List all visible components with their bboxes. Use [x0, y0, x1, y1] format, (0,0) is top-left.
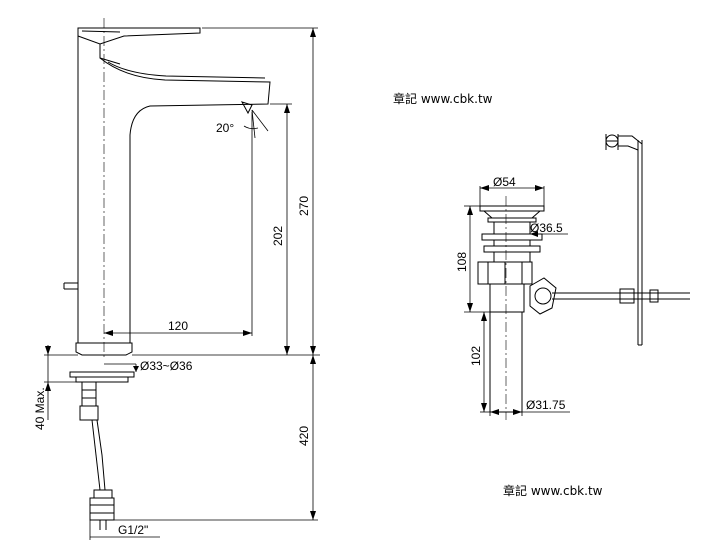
spout-reach-label: 120 — [168, 319, 188, 333]
deck-thickness-label: 40 Max. — [33, 387, 47, 430]
cap-diameter-label: Ø54 — [493, 175, 516, 189]
watermark-bottom: 章記 www.cbk.tw — [503, 484, 603, 498]
spout-angle-label: 20° — [216, 121, 234, 135]
watermark-top: 章記 www.cbk.tw — [393, 92, 493, 106]
tail-height-label: 102 — [469, 346, 483, 366]
total-height-label: 270 — [297, 196, 311, 216]
flange-diameter-label: Ø36.5 — [530, 221, 563, 235]
hole-diameter-label: Ø33~Ø36 — [140, 359, 193, 373]
spout-height-label: 202 — [271, 226, 285, 246]
thread-size-label: G1/2" — [118, 523, 148, 537]
drain-outline — [477, 134, 690, 420]
drain-dimension-lines — [464, 186, 570, 416]
faucet-outline — [63, 18, 271, 360]
tail-diameter-label: Ø31.75 — [526, 398, 566, 412]
hose-length-label: 420 — [297, 426, 311, 446]
faucet-arrowheads — [45, 28, 316, 520]
faucet-dimension-lines — [44, 27, 320, 540]
body-height-label: 108 — [455, 252, 469, 272]
faucet-mounting — [69, 371, 135, 530]
drain-arrowheads — [467, 185, 544, 415]
